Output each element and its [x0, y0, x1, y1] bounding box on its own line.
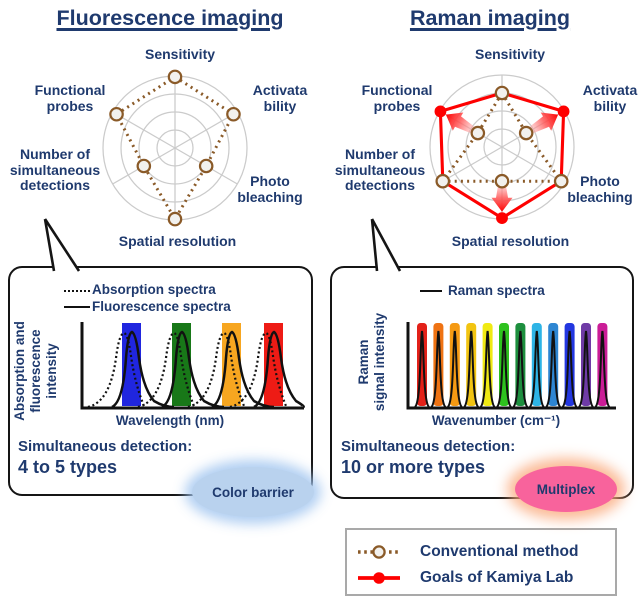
axis-label-num-detections: Number of simultaneous detections [9, 146, 101, 194]
raman-y-axis-label: Raman signal intensity [356, 312, 387, 412]
raman-radar-chart [429, 74, 575, 225]
fluorescence-panel [8, 266, 313, 496]
left-callout-tail [43, 218, 81, 272]
raman-legend-label: Raman spectra [448, 283, 545, 298]
fluorescence-line-sample [64, 306, 90, 308]
axis-label-spatial-resolution: Spatial resolution [118, 233, 237, 249]
fluorescence-spectra-plot [80, 322, 305, 410]
axis-label-num-detections: Number of simultaneous detections [334, 146, 426, 194]
fluorescence-y-axis-label: Absorption and fluorescence intensity [12, 321, 59, 421]
left-caption-line2: 4 to 5 types [18, 457, 118, 477]
fluorescence-radar-chart [102, 69, 248, 227]
axis-label-functional-probes: Functional probes [34, 82, 106, 114]
right-caption-line1: Simultaneous detection: [341, 438, 516, 455]
raman-spectra-plot [406, 322, 616, 410]
raman-x-axis-label: Wavenumber (cm⁻¹) [431, 413, 561, 428]
multiplex-badge: Multiplex [515, 466, 617, 512]
axis-label-photo-bleaching: Photo bleaching [567, 173, 633, 205]
color-barrier-badge: Color barrier [192, 467, 314, 517]
left-title: Fluorescence imaging [56, 6, 284, 30]
axis-label-photo-bleaching: Photo bleaching [237, 173, 303, 205]
raman-line-sample [420, 290, 442, 292]
fluorescence-x-axis-label: Wavelength (nm) [115, 413, 225, 428]
right-callout-tail [370, 218, 402, 272]
absorption-legend-label: Absorption spectra [92, 282, 216, 297]
axis-label-sensitivity: Sensitivity [474, 46, 546, 62]
axis-label-spatial-resolution: Spatial resolution [451, 233, 570, 249]
goals-marker-icon [358, 572, 400, 584]
right-caption-line2: 10 or more types [341, 457, 486, 477]
legend-goals-label: Goals of Kamiya Lab [420, 569, 574, 586]
axis-label-activatability: Activata bility [252, 82, 308, 114]
figure-legend-box [345, 528, 617, 596]
axis-label-sensitivity: Sensitivity [144, 46, 216, 62]
right-title: Raman imaging [409, 6, 571, 30]
fluorescence-legend-label: Fluorescence spectra [92, 299, 231, 314]
absorption-line-sample [64, 290, 90, 292]
axis-label-functional-probes: Functional probes [361, 82, 433, 114]
left-caption-line1: Simultaneous detection: [18, 438, 193, 455]
legend-conventional-label: Conventional method [420, 543, 579, 560]
conventional-method-marker-icon [358, 545, 400, 559]
axis-label-activatability: Activata bility [582, 82, 638, 114]
